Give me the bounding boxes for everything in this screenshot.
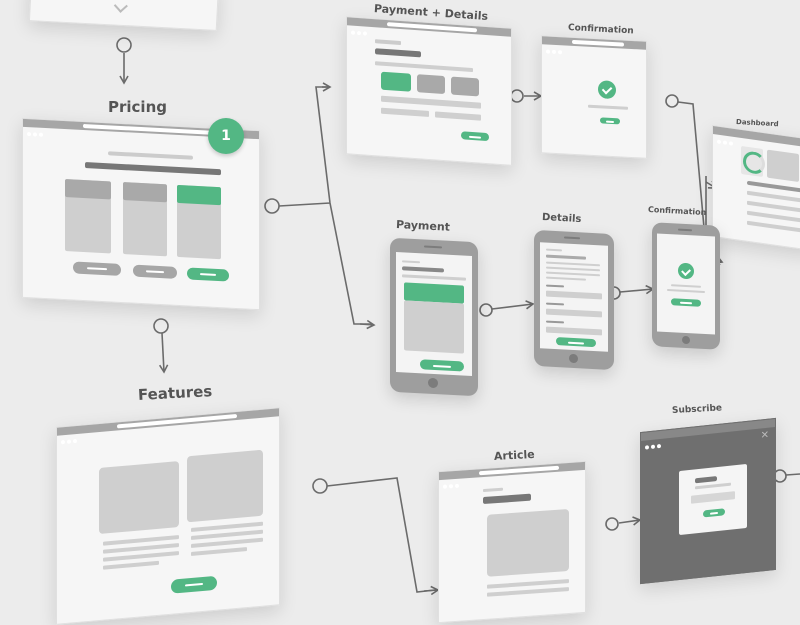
connector-node — [479, 303, 493, 317]
chevron-down-icon — [113, 0, 128, 13]
select-standard-button[interactable] — [133, 264, 177, 279]
article-image — [487, 509, 569, 577]
email-field[interactable] — [691, 491, 735, 504]
details-phone — [534, 229, 614, 371]
feature-image-2 — [187, 449, 263, 523]
connector-node — [605, 517, 619, 531]
pricing-title: Pricing — [108, 98, 167, 116]
check-icon — [598, 80, 616, 100]
select-basic-button[interactable] — [73, 261, 121, 276]
connector-node — [510, 89, 524, 103]
select-premium-button[interactable] — [187, 267, 229, 282]
connector-details-to-confirmation — [619, 284, 655, 295]
details-continue-button[interactable] — [556, 337, 596, 348]
connector-node — [264, 198, 280, 214]
connector-node — [665, 94, 679, 108]
payment-phone — [390, 237, 478, 397]
article-screen — [438, 460, 586, 624]
close-icon[interactable]: ✕ — [760, 429, 769, 442]
payment-option-card[interactable] — [381, 71, 411, 92]
dashboard-screen — [712, 124, 800, 252]
subscribe-button[interactable] — [703, 508, 725, 518]
connector-node — [116, 37, 132, 53]
features-screen — [56, 407, 280, 625]
details-title: Details — [541, 212, 582, 226]
confirmation-done-button[interactable] — [671, 298, 701, 307]
article-title: Article — [493, 447, 536, 463]
connector-payment-to-details — [491, 300, 535, 310]
confirmation-phone — [652, 222, 720, 350]
feature-image-1 — [99, 461, 179, 535]
check-icon — [678, 262, 694, 280]
connector-node — [312, 478, 328, 494]
connector-pricing-to-features — [158, 332, 169, 374]
mobile-pay-button[interactable] — [420, 359, 464, 372]
pay-button[interactable] — [461, 131, 489, 142]
flow-connectors — [116, 37, 800, 596]
connector-article-to-subscribe — [618, 516, 642, 526]
step-badge: 1 — [208, 118, 244, 154]
payment-option-2[interactable] — [417, 74, 445, 95]
connector-node — [153, 318, 169, 334]
subscribe-modal — [679, 463, 747, 536]
payment-details-screen[interactable] — [346, 16, 512, 166]
connector-subscribe-out — [785, 473, 800, 476]
subscribe-screen: ✕ — [640, 417, 776, 585]
confirmation-continue-button[interactable] — [600, 117, 620, 125]
confirmation-top-screen — [541, 35, 647, 159]
features-cta-button[interactable] — [171, 575, 217, 594]
connector-features-to-article — [326, 477, 436, 593]
payment-title: Payment — [395, 218, 451, 234]
payment-option-3[interactable] — [451, 76, 479, 97]
